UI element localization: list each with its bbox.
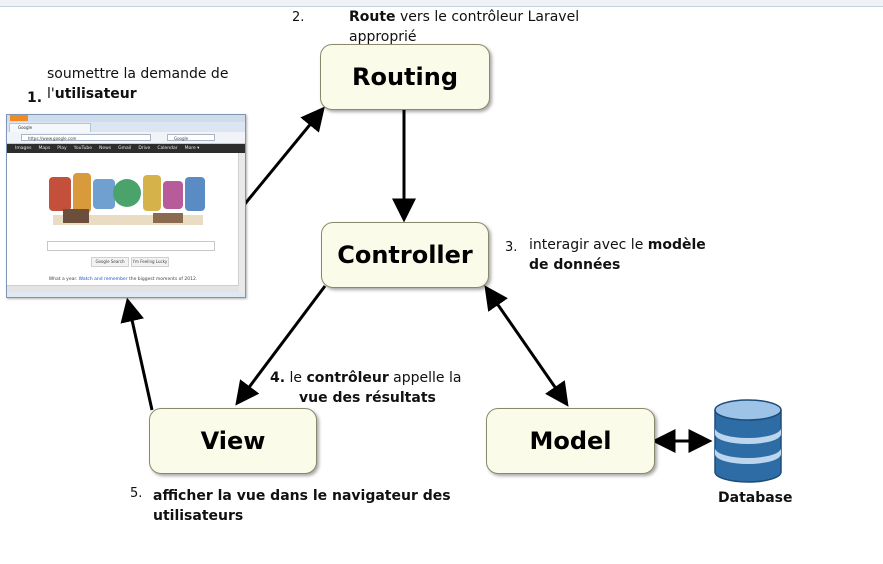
step1-line2: l'utilisateur	[47, 84, 228, 104]
controller-node: Controller	[321, 222, 489, 288]
google-menu-item: Play	[57, 146, 67, 151]
step3-number: 3.	[505, 240, 518, 255]
step3-pre: interagir avec le	[529, 237, 648, 253]
view-node: View	[149, 408, 317, 474]
step1-number: 1.	[27, 90, 43, 106]
arrow-controller-model	[484, 285, 569, 407]
step4-number: 4.	[270, 370, 286, 386]
google-menu-item: Images	[15, 146, 32, 151]
google-menu-item: News	[99, 146, 112, 151]
model-node: Model	[486, 408, 655, 474]
google-menu-item: Gmail	[118, 146, 132, 151]
google-menu-item: YouTube	[73, 146, 92, 151]
step5-line1: afficher la vue dans le navigateur des	[153, 486, 451, 506]
database-icon	[714, 399, 782, 483]
footer-link: Watch and remember	[78, 277, 128, 282]
step4-text: 4. le contrôleur appelle la vue des résu…	[270, 368, 461, 408]
google-menu-item: More ▾	[184, 146, 200, 151]
browser-app-badge	[10, 115, 28, 121]
step2-bold: Route	[349, 9, 396, 25]
step4-line1: 4. le contrôleur appelle la	[270, 368, 461, 388]
top-edge	[0, 0, 883, 7]
browser-navbar: https://www.google.com Google	[7, 132, 245, 144]
browser-vscrollbar	[238, 153, 245, 292]
step5-line2-bold: utilisateurs	[153, 508, 244, 524]
step1-prefix: l'	[47, 86, 55, 102]
google-menu-item: Maps	[38, 146, 51, 151]
arrow-view-to-browser	[120, 297, 154, 411]
browser-hscrollbar	[7, 285, 239, 292]
browser-search: Google	[167, 134, 215, 141]
arrow-controller-to-view	[235, 285, 327, 406]
step1-text: soumettre la demande de l'utilisateur	[47, 64, 228, 104]
google-menu-bar: Images Maps Play YouTube News Gmail Drive Calen…	[7, 144, 245, 153]
step2-rest: vers le contrôleur Laravel	[395, 9, 580, 25]
step3-line2: de données	[529, 255, 706, 275]
step3-line1: interagir avec le modèle	[529, 235, 706, 255]
google-menu-item: Drive	[138, 146, 151, 151]
step5-number: 5.	[130, 486, 143, 501]
footer-pre: What a year.	[48, 277, 79, 282]
feeling-lucky-button: I'm Feeling Lucky	[131, 257, 169, 267]
step4-line2: vue des résultats	[270, 388, 461, 408]
step1-bold: utilisateur	[54, 86, 137, 102]
step5-line1-bold: afficher la vue dans le navigateur des	[153, 488, 451, 504]
step3-bold1: modèle	[647, 237, 706, 253]
browser-tabstrip: Google	[7, 122, 245, 132]
browser-tab: Google	[9, 123, 91, 132]
step2-text: Route vers le contrôleur Laravel appropr…	[349, 7, 579, 47]
google-search-box	[47, 241, 215, 251]
step3-bold2: de données	[529, 257, 621, 273]
footer-post: the biggest moments of 2012.	[127, 277, 198, 282]
step4-bold: contrôleur	[306, 370, 389, 386]
step2-line1: Route vers le contrôleur Laravel	[349, 7, 579, 27]
google-doodle-image	[43, 169, 211, 231]
database-label: Database	[718, 490, 793, 506]
routing-node: Routing	[320, 44, 490, 110]
browser-screenshot: Google https://www.google.com Google Ima…	[6, 114, 246, 298]
browser-url: https://www.google.com	[21, 134, 151, 141]
step4-pre: le	[285, 370, 307, 386]
arrow-browser-to-routing	[242, 106, 325, 206]
google-footer-text: What a year. Watch and remember the bigg…	[7, 277, 239, 282]
google-menu-item: Calendar	[157, 146, 178, 151]
step4-line2-bold: vue des résultats	[299, 390, 436, 406]
step5-line2: utilisateurs	[153, 506, 451, 526]
step5-text: afficher la vue dans le navigateur des u…	[153, 486, 451, 526]
browser-titlebar	[7, 115, 245, 122]
google-page: Google Search I'm Feeling Lucky What a y…	[7, 153, 245, 292]
google-search-button: Google Search	[91, 257, 129, 267]
step3-text: interagir avec le modèle de données	[529, 235, 706, 275]
step2-number: 2.	[292, 10, 305, 25]
step2-line2: approprié	[349, 29, 417, 45]
step1-line1: soumettre la demande de	[47, 66, 229, 82]
step4-rest: appelle la	[388, 370, 462, 386]
